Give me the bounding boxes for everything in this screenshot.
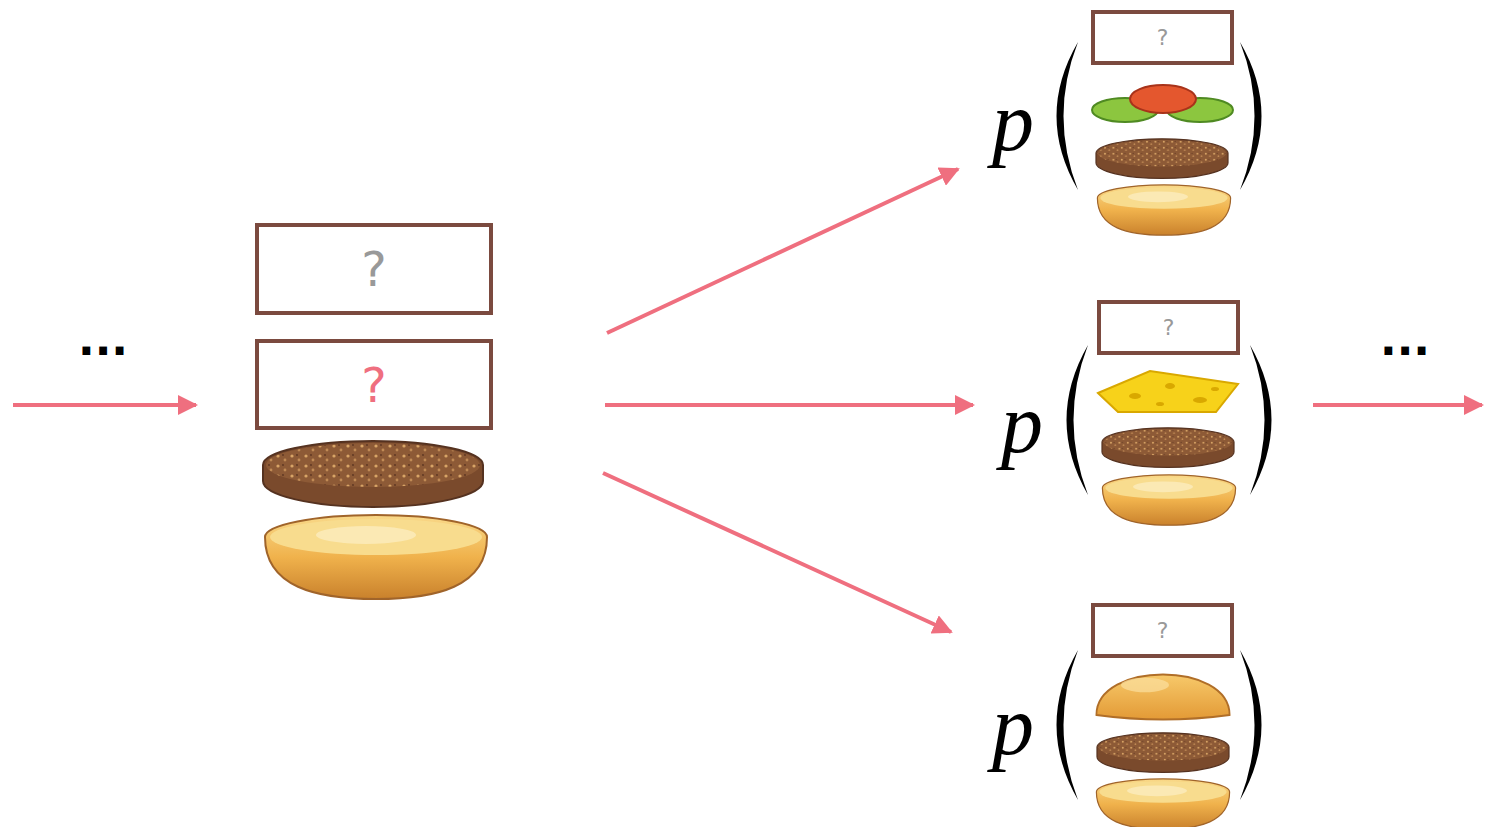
ellipsis: ...: [1380, 318, 1430, 362]
arrow: [13, 169, 1482, 632]
patty: [1102, 428, 1234, 468]
bottom-bun: [1096, 779, 1229, 827]
patty: [1097, 733, 1229, 773]
unknown-mark: ?: [361, 361, 386, 409]
probability-symbol: p: [992, 80, 1034, 164]
ellipsis: ...: [78, 318, 128, 362]
bottom-bun: [265, 515, 487, 599]
probability-symbol: p: [1001, 382, 1043, 466]
bottom-bun: [1097, 185, 1230, 235]
parenthesis: [1057, 650, 1079, 800]
unknown-box: ?: [1091, 603, 1234, 658]
unknown-box: ?: [1097, 300, 1240, 355]
patty: [1096, 139, 1228, 179]
cheese: [1098, 371, 1238, 412]
parenthesis: [1250, 345, 1272, 495]
parenthesis: [1067, 345, 1089, 495]
parenthesis: [1057, 42, 1079, 190]
unknown-mark: ?: [361, 245, 386, 293]
top-bun: [1096, 675, 1229, 720]
unknown-mark: ?: [1157, 620, 1169, 642]
tomato-cucumber: [1092, 85, 1233, 122]
unknown-box: ?: [1091, 10, 1234, 65]
parenthesis: [1240, 42, 1262, 190]
unknown-box: ?: [255, 223, 493, 315]
parenthesis: [1240, 650, 1262, 800]
unknown-mark: ?: [1163, 317, 1175, 339]
bottom-bun: [1102, 475, 1235, 525]
probability-symbol: p: [992, 684, 1034, 768]
unknown-mark: ?: [1157, 27, 1169, 49]
unknown-box: ?: [255, 339, 493, 430]
patty: [263, 441, 483, 507]
